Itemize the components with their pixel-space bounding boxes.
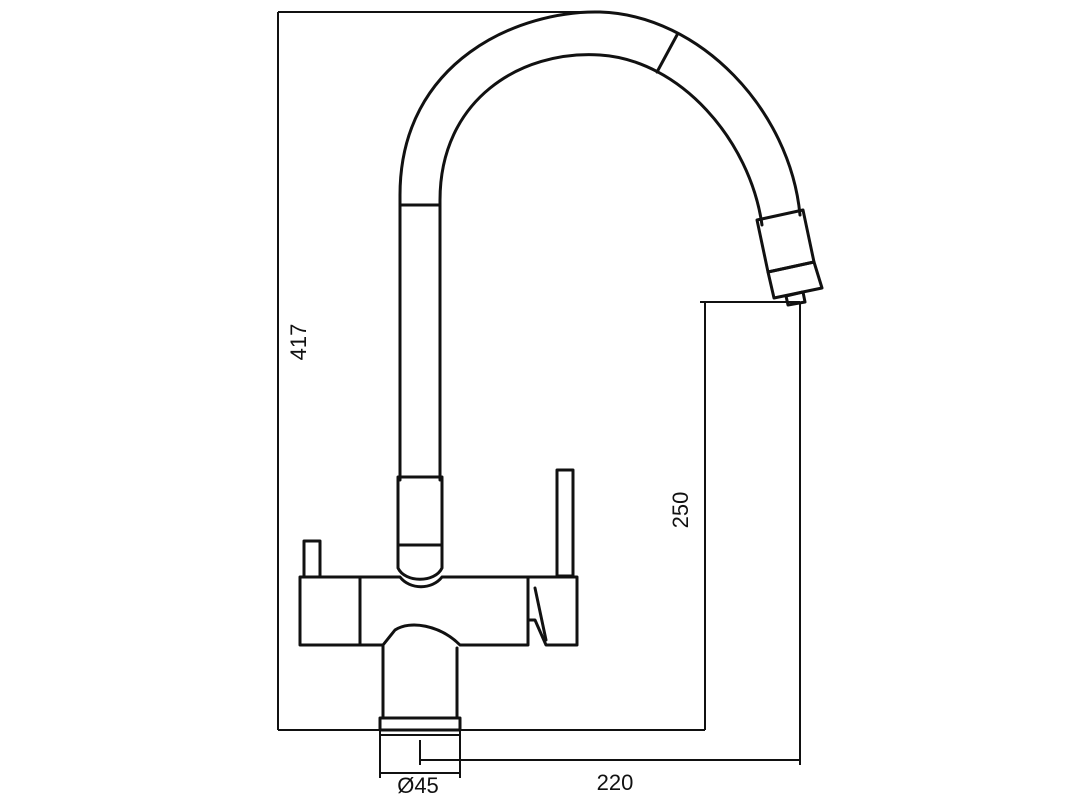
spout-reach-label: 220 bbox=[597, 770, 634, 795]
spout-gooseneck bbox=[398, 10, 802, 482]
overall-height-label: 417 bbox=[286, 324, 311, 361]
left-lever-handle bbox=[298, 539, 362, 647]
dimension-base-diameter: Ø45 bbox=[379, 730, 461, 798]
faucet-body bbox=[358, 575, 530, 647]
base-diameter-label: Ø45 bbox=[397, 773, 439, 798]
spray-head bbox=[755, 208, 824, 307]
dimension-overall-height: 417 bbox=[277, 11, 600, 731]
faucet-base bbox=[378, 643, 462, 736]
dimension-spout-reach: 220 bbox=[419, 302, 801, 795]
spout-collar bbox=[396, 475, 444, 581]
dimension-spout-height: 250 bbox=[460, 301, 800, 731]
right-lever-handle bbox=[526, 468, 579, 647]
spout-height-label: 250 bbox=[668, 492, 693, 529]
